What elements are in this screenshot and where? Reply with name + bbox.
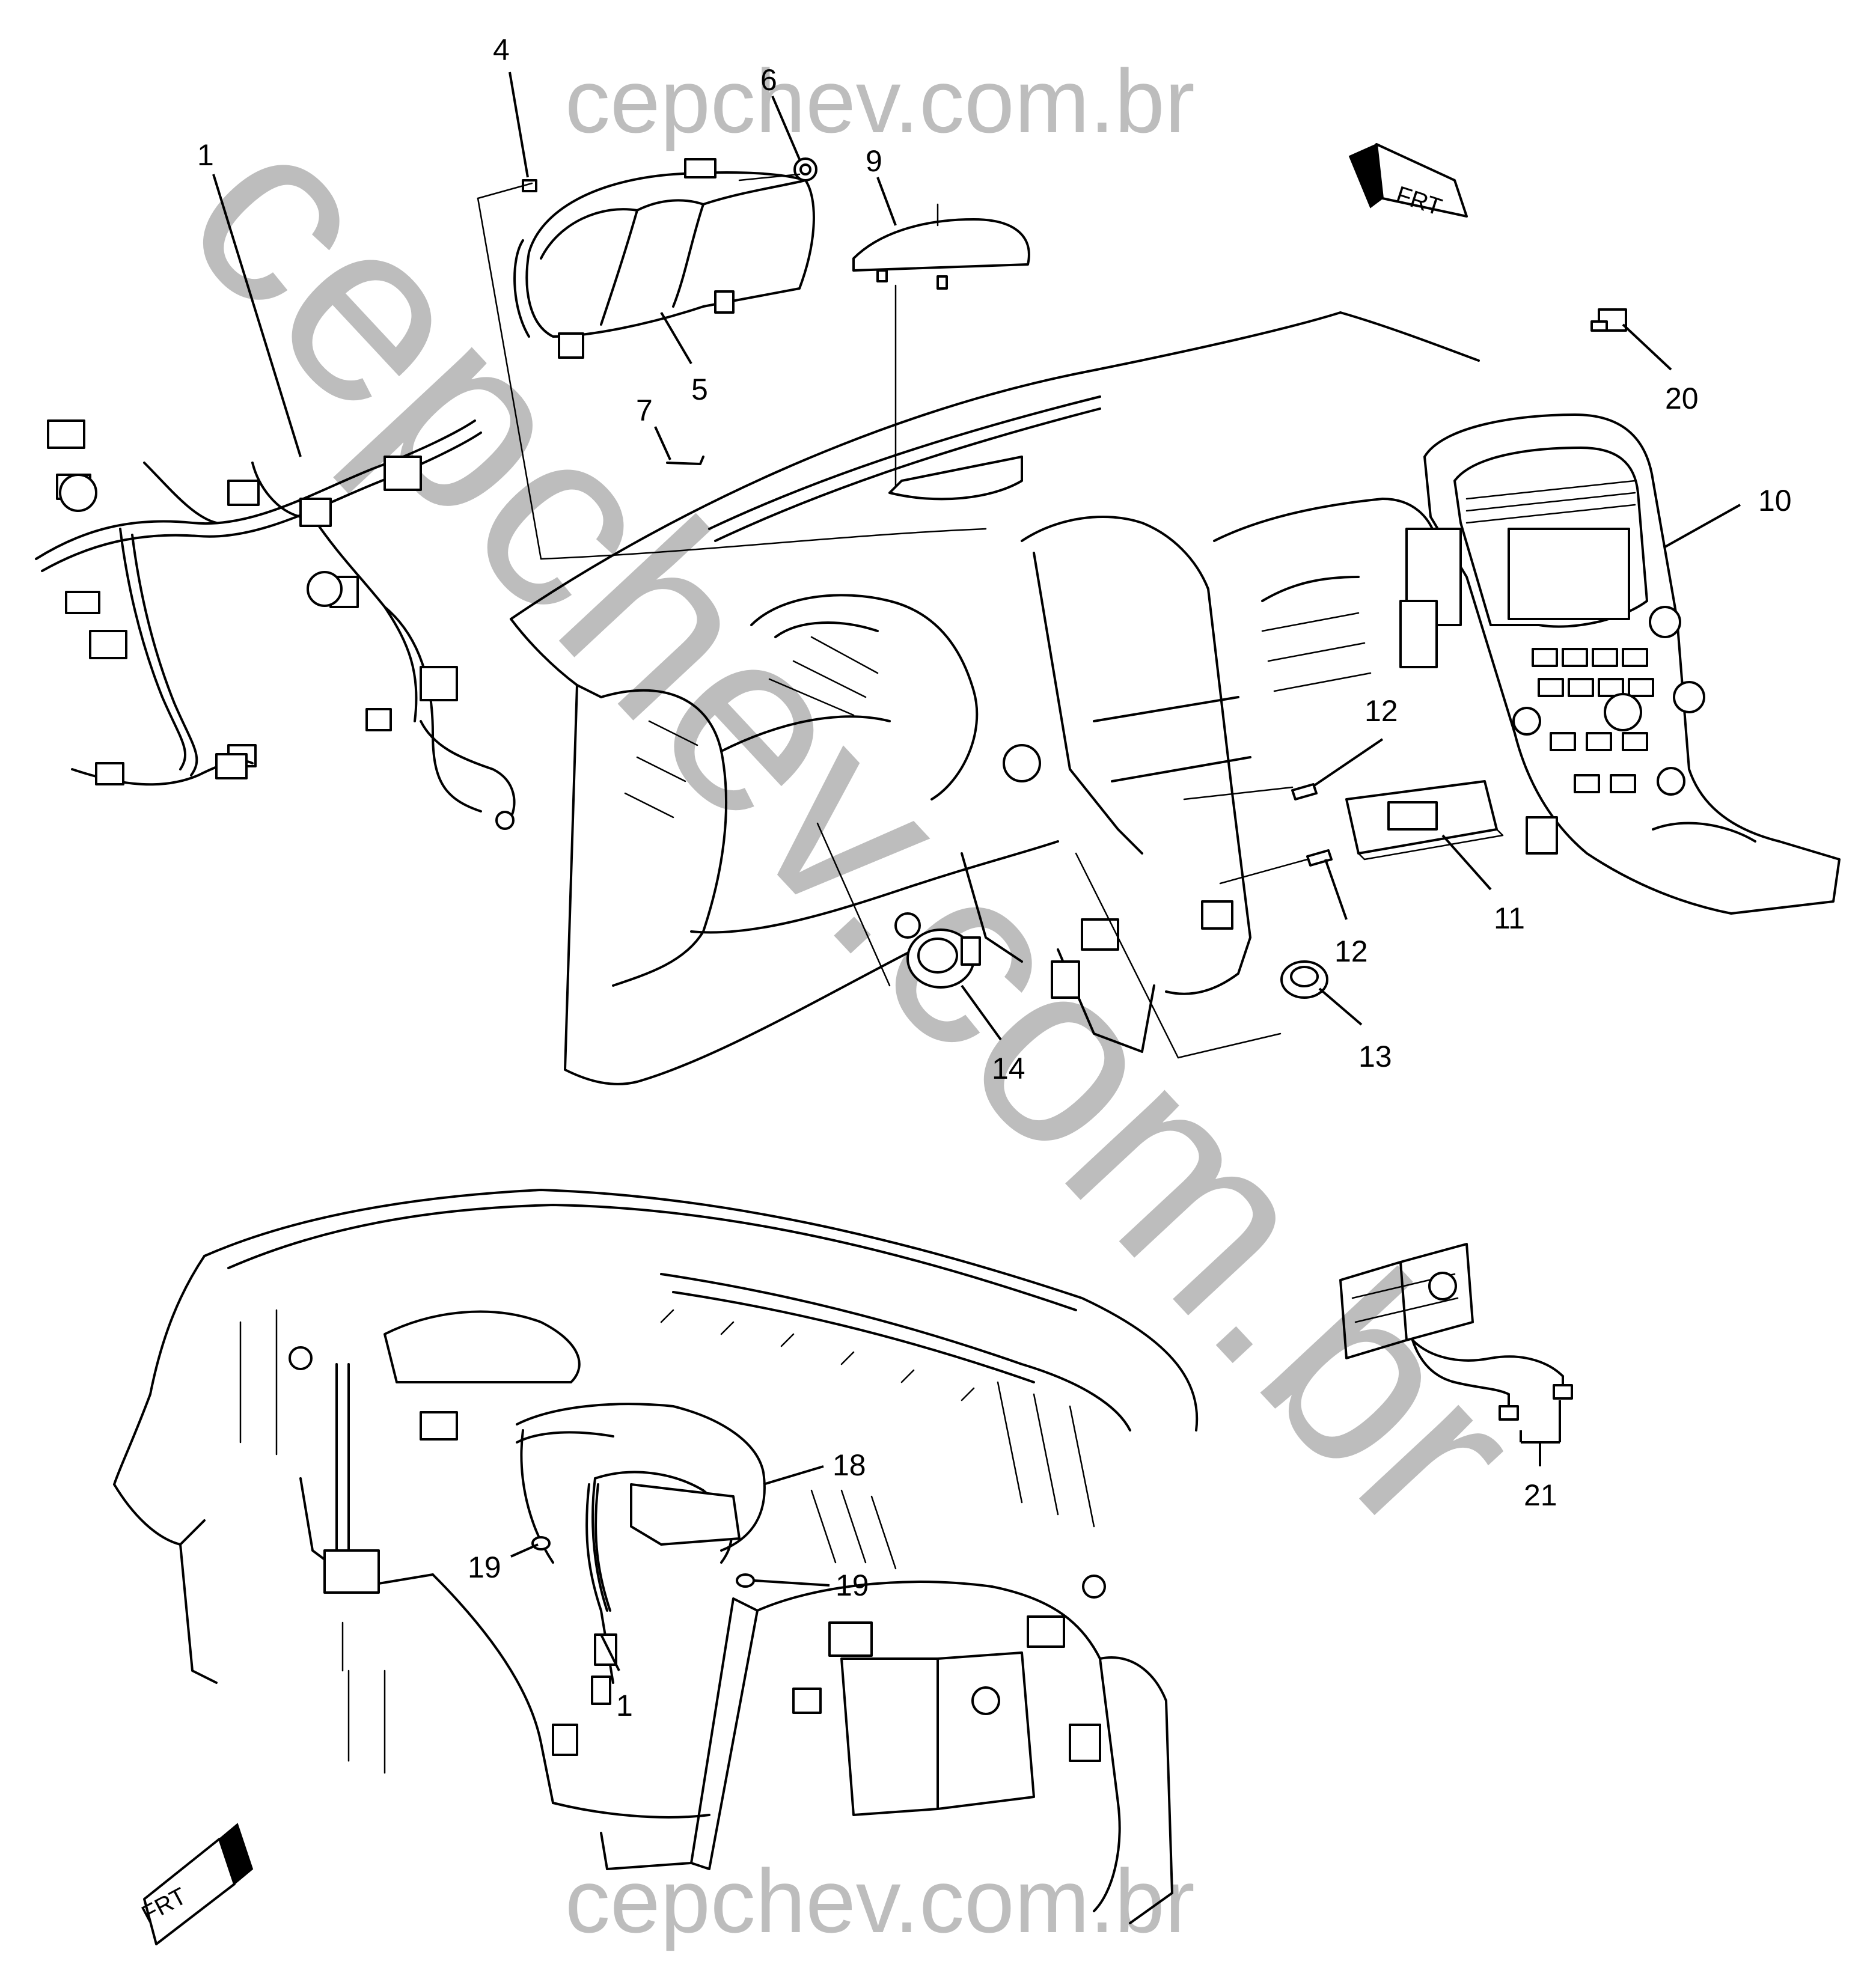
frt-arrow-top: FRT [1348, 143, 1468, 221]
sensor-harness-detail [1339, 1243, 1573, 1421]
callout-19-left: 19 [468, 1550, 501, 1584]
callout-1-top: 1 [197, 138, 214, 172]
radio-buttons [1532, 648, 1654, 793]
callout-21: 21 [1524, 1478, 1557, 1512]
callout-9: 9 [866, 144, 882, 178]
clip-7 [666, 456, 704, 465]
headlamp-switch-14 [906, 928, 981, 989]
callout-14: 14 [992, 1052, 1025, 1085]
clip-19-right [736, 1573, 755, 1588]
wiring-harness [35, 419, 516, 830]
screw-12-upper [1291, 783, 1318, 800]
callouts: 1 4 6 9 5 7 20 10 12 12 11 13 14 18 19 1… [197, 33, 1792, 1722]
callout-11: 11 [1494, 901, 1525, 935]
frt-arrow-bottom: FRT [138, 1823, 254, 1945]
screw-6 [793, 157, 817, 181]
harness-18 [516, 1431, 614, 1612]
callout-19-right: 19 [836, 1569, 869, 1602]
callout-12-lower: 12 [1334, 935, 1368, 968]
callout-6: 6 [760, 63, 777, 97]
cluster-bezel [852, 203, 1030, 290]
instrument-panel-upper [510, 311, 1480, 1085]
knob-13 [1280, 960, 1328, 999]
callout-18: 18 [833, 1448, 866, 1482]
instrument-panel-lower [113, 1189, 1199, 1924]
radio-center-bezel [1399, 413, 1841, 915]
callout-10: 10 [1758, 484, 1792, 517]
callout-4: 4 [493, 33, 510, 67]
watermark-top: cepchev.com.br [565, 50, 1195, 151]
callout-1-bottom: 1 [616, 1689, 633, 1722]
instrument-cluster [513, 158, 815, 359]
watermark-bottom: cepchev.com.br [565, 1850, 1195, 1951]
callout-7: 7 [636, 394, 653, 427]
callout-20: 20 [1665, 382, 1699, 415]
clip-19-left [531, 1536, 551, 1550]
screw-12-lower [1306, 849, 1333, 867]
callout-5: 5 [691, 373, 708, 406]
leader-lines [212, 72, 1741, 1671]
callout-13: 13 [1358, 1040, 1392, 1073]
hvac-control-module [1345, 780, 1504, 861]
callout-12-upper: 12 [1364, 694, 1398, 728]
switch-20 [1590, 308, 1627, 332]
